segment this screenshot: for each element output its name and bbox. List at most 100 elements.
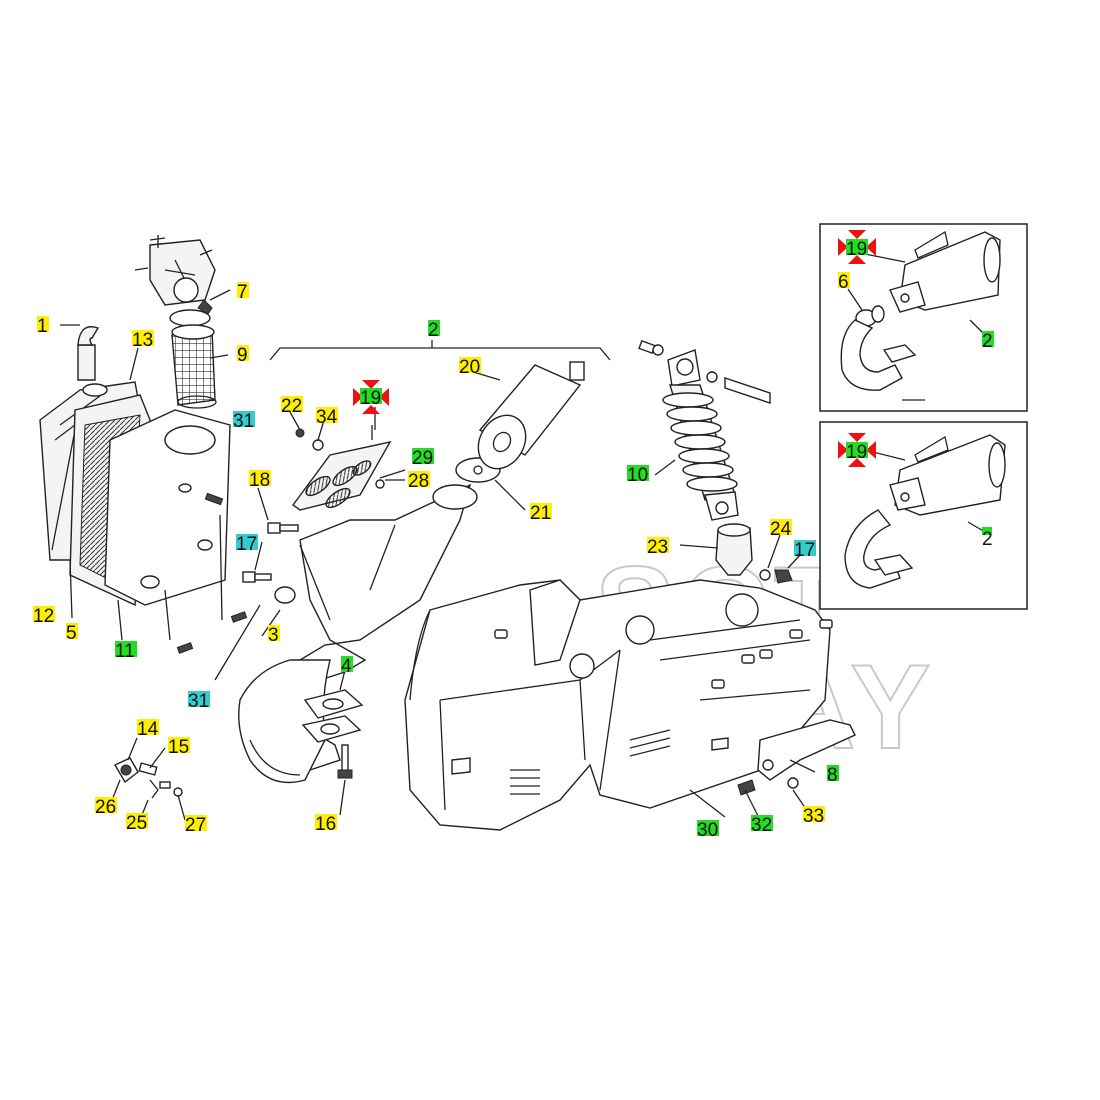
svg-text:11: 11 bbox=[115, 641, 135, 662]
callout-27: 27 bbox=[185, 815, 207, 836]
callout-20: 20 bbox=[459, 357, 481, 378]
callout-3: 3 bbox=[268, 625, 280, 646]
svg-text:8: 8 bbox=[827, 765, 838, 786]
callout-17-right: 17 bbox=[794, 540, 816, 561]
callout-33: 33 bbox=[803, 806, 825, 827]
shock-nut-17 bbox=[774, 569, 793, 584]
air-filter-inlet bbox=[164, 425, 216, 455]
callout-19-inset1: 19 bbox=[846, 239, 868, 260]
svg-text:15: 15 bbox=[168, 737, 189, 758]
callout-1: 1 bbox=[37, 316, 49, 337]
svg-text:12: 12 bbox=[33, 606, 54, 627]
svg-text:9: 9 bbox=[237, 345, 248, 366]
svg-text:31: 31 bbox=[188, 691, 209, 712]
svg-text:13: 13 bbox=[132, 330, 153, 351]
callout-16: 16 bbox=[315, 814, 337, 835]
callout-21: 21 bbox=[530, 503, 552, 524]
callout-30: 30 bbox=[697, 820, 719, 841]
callout-5: 5 bbox=[66, 623, 78, 644]
callout-11: 11 bbox=[115, 641, 137, 662]
callout-7: 7 bbox=[237, 282, 249, 303]
callout-31-top: 31 bbox=[233, 411, 255, 432]
svg-text:2: 2 bbox=[982, 529, 993, 550]
heat-shield-washer bbox=[375, 479, 385, 489]
callout-22: 22 bbox=[281, 396, 303, 417]
svg-text:6: 6 bbox=[838, 272, 849, 293]
svg-text:18: 18 bbox=[249, 470, 270, 491]
heat-shield-nut bbox=[312, 439, 324, 451]
callout-12: 12 bbox=[33, 606, 55, 627]
part-25 bbox=[149, 779, 159, 799]
svg-text:21: 21 bbox=[530, 503, 551, 524]
callout-17-left: 17 bbox=[236, 534, 258, 555]
callout-28: 28 bbox=[408, 471, 430, 492]
svg-text:34: 34 bbox=[316, 407, 338, 428]
engine-cylinder bbox=[529, 579, 581, 666]
silencer-20 bbox=[477, 361, 585, 470]
heat-shield-screw bbox=[295, 428, 305, 438]
svg-text:7: 7 bbox=[237, 282, 248, 303]
kickstart-bolt-32 bbox=[737, 779, 756, 796]
callout-23: 23 bbox=[647, 537, 669, 558]
kickstart-lever-8 bbox=[737, 719, 856, 796]
engine-stud-set bbox=[494, 619, 833, 689]
callout-2-inset1: 2 bbox=[982, 331, 994, 352]
svg-text:25: 25 bbox=[126, 813, 147, 834]
sensor-fastener-set bbox=[114, 757, 183, 799]
carburetor-assembly bbox=[134, 235, 217, 409]
cylinder-fins bbox=[510, 729, 671, 795]
callout-31-bottom: 31 bbox=[188, 691, 210, 712]
callout-9: 9 bbox=[237, 345, 249, 366]
svg-text:27: 27 bbox=[185, 815, 206, 836]
air-filter-screw-2 bbox=[230, 611, 248, 623]
air-filter-housing bbox=[104, 409, 231, 606]
callout-15: 15 bbox=[168, 737, 190, 758]
callout-2-main: 2 bbox=[428, 320, 440, 341]
intake-sleeve bbox=[171, 329, 216, 406]
marker-19-inset2 bbox=[838, 433, 876, 467]
svg-text:26: 26 bbox=[95, 797, 116, 818]
svg-text:2: 2 bbox=[428, 320, 439, 341]
svg-text:22: 22 bbox=[281, 396, 302, 417]
part-15 bbox=[159, 781, 171, 789]
svg-text:29: 29 bbox=[412, 448, 433, 469]
svg-text:28: 28 bbox=[408, 471, 429, 492]
part-14 bbox=[138, 762, 158, 776]
inset1-pipe bbox=[840, 319, 903, 391]
spark-plug-boss bbox=[569, 653, 595, 679]
air-intake-pipe bbox=[77, 344, 96, 381]
exhaust-bolt-18 bbox=[267, 522, 299, 534]
exhaust-group-bracket bbox=[269, 347, 611, 361]
marker-19-inset1 bbox=[838, 230, 876, 264]
exhaust-pipe-muffler bbox=[238, 457, 501, 784]
svg-text:24: 24 bbox=[770, 519, 792, 540]
intake-clamp bbox=[169, 309, 211, 327]
air-filter-screw-1 bbox=[204, 492, 224, 506]
shock-bolt bbox=[724, 377, 771, 404]
callout-18: 18 bbox=[249, 470, 271, 491]
callout-2-inset2: 2 bbox=[982, 527, 993, 550]
svg-text:33: 33 bbox=[803, 806, 824, 827]
callout-13: 13 bbox=[132, 330, 154, 351]
svg-text:16: 16 bbox=[315, 814, 336, 835]
silencer-outlet bbox=[477, 414, 527, 470]
callout-32: 32 bbox=[751, 815, 773, 836]
callout-26: 26 bbox=[95, 797, 117, 818]
callout-25: 25 bbox=[126, 813, 148, 834]
shock-spring bbox=[662, 392, 738, 492]
heat-shield-assembly bbox=[292, 425, 406, 511]
inset-variant-1 bbox=[819, 223, 1028, 412]
air-filter-screw-3 bbox=[176, 642, 194, 654]
callout-29: 29 bbox=[412, 448, 434, 469]
svg-text:14: 14 bbox=[137, 719, 159, 740]
kickstart-washer-33 bbox=[787, 777, 799, 789]
shock-washer-24 bbox=[759, 569, 771, 581]
exhaust-spacer-3 bbox=[274, 586, 296, 604]
callout-10: 10 bbox=[627, 465, 649, 486]
svg-text:31: 31 bbox=[233, 411, 254, 432]
callout-24: 24 bbox=[770, 519, 792, 540]
callout-6: 6 bbox=[838, 272, 850, 293]
svg-text:4: 4 bbox=[341, 656, 352, 677]
svg-text:19: 19 bbox=[846, 442, 867, 463]
